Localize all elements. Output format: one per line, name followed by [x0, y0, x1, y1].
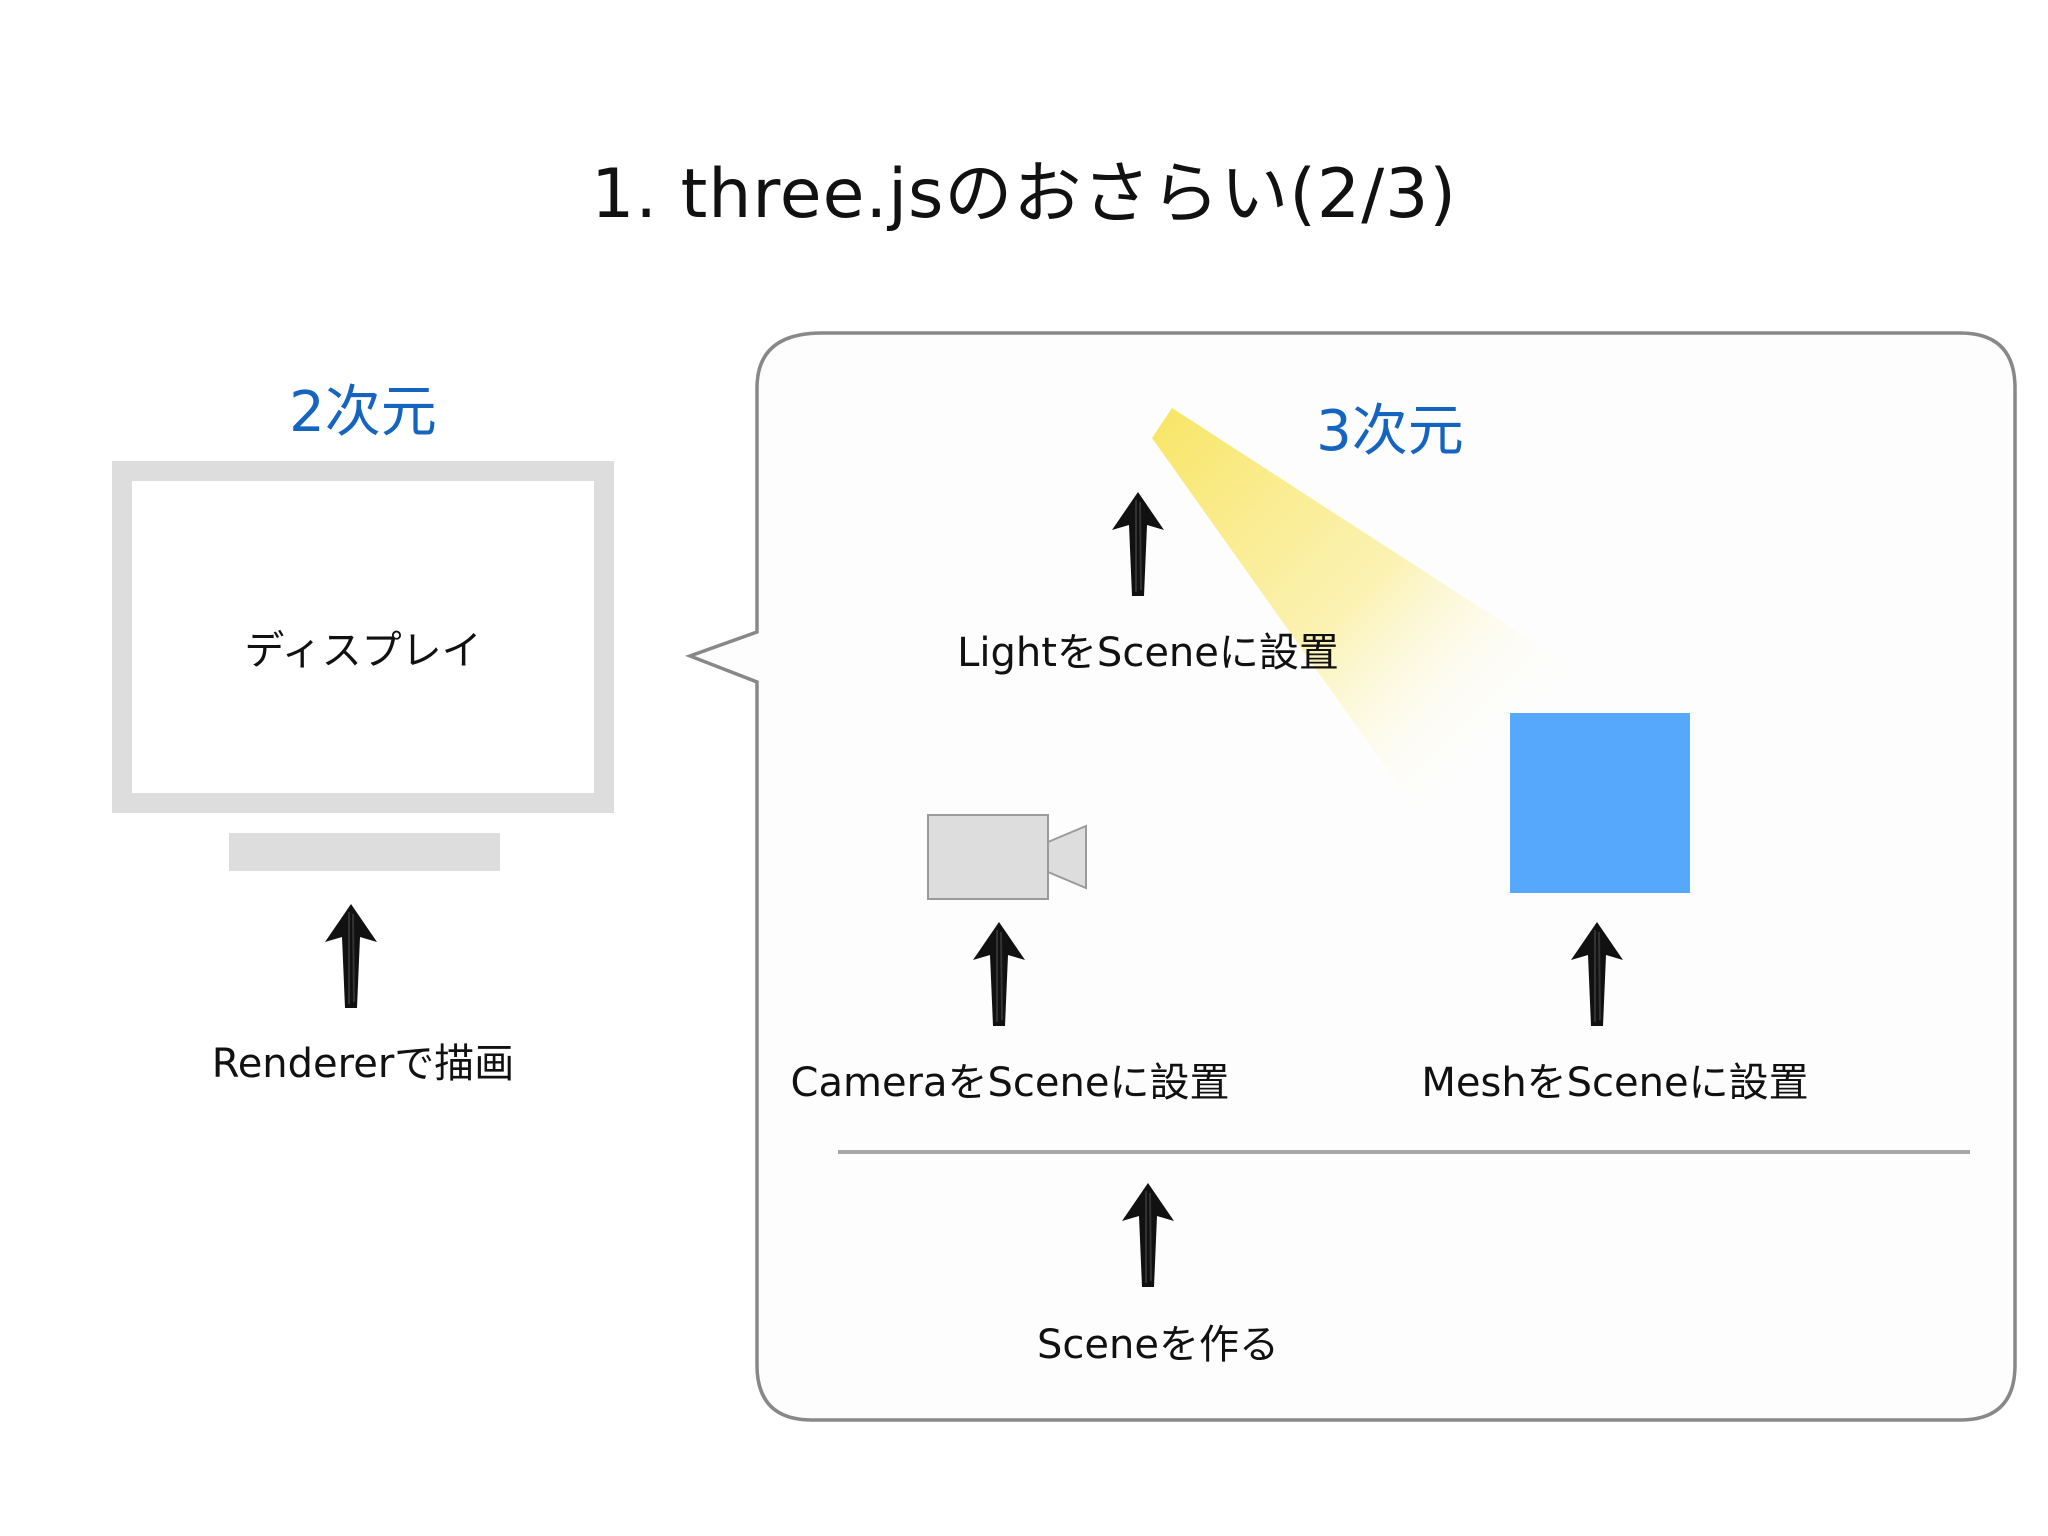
- display-label: ディスプレイ: [244, 628, 482, 674]
- monitor-icon: [112, 461, 614, 871]
- video-camera-icon: [927, 814, 1087, 900]
- scene-bubble: [684, 331, 2017, 1422]
- mesh-cube: [1510, 713, 1690, 893]
- two-d-heading: 2次元: [289, 380, 437, 445]
- renderer-label: Rendererで描画: [211, 1041, 515, 1087]
- mesh-label: MeshをSceneに設置: [1421, 1060, 1809, 1106]
- scene-label: Sceneを作る: [1037, 1322, 1279, 1368]
- slide-title: 1. three.jsのおさらい(2/3): [591, 155, 1457, 234]
- spotlight-beam: [1152, 408, 1615, 872]
- light-label: LightをSceneに設置: [957, 630, 1339, 676]
- three-d-heading: 3次元: [1316, 399, 1464, 464]
- renderer-up-arrow-icon: [324, 903, 378, 1009]
- camera-label: CameraをSceneに設置: [790, 1060, 1230, 1106]
